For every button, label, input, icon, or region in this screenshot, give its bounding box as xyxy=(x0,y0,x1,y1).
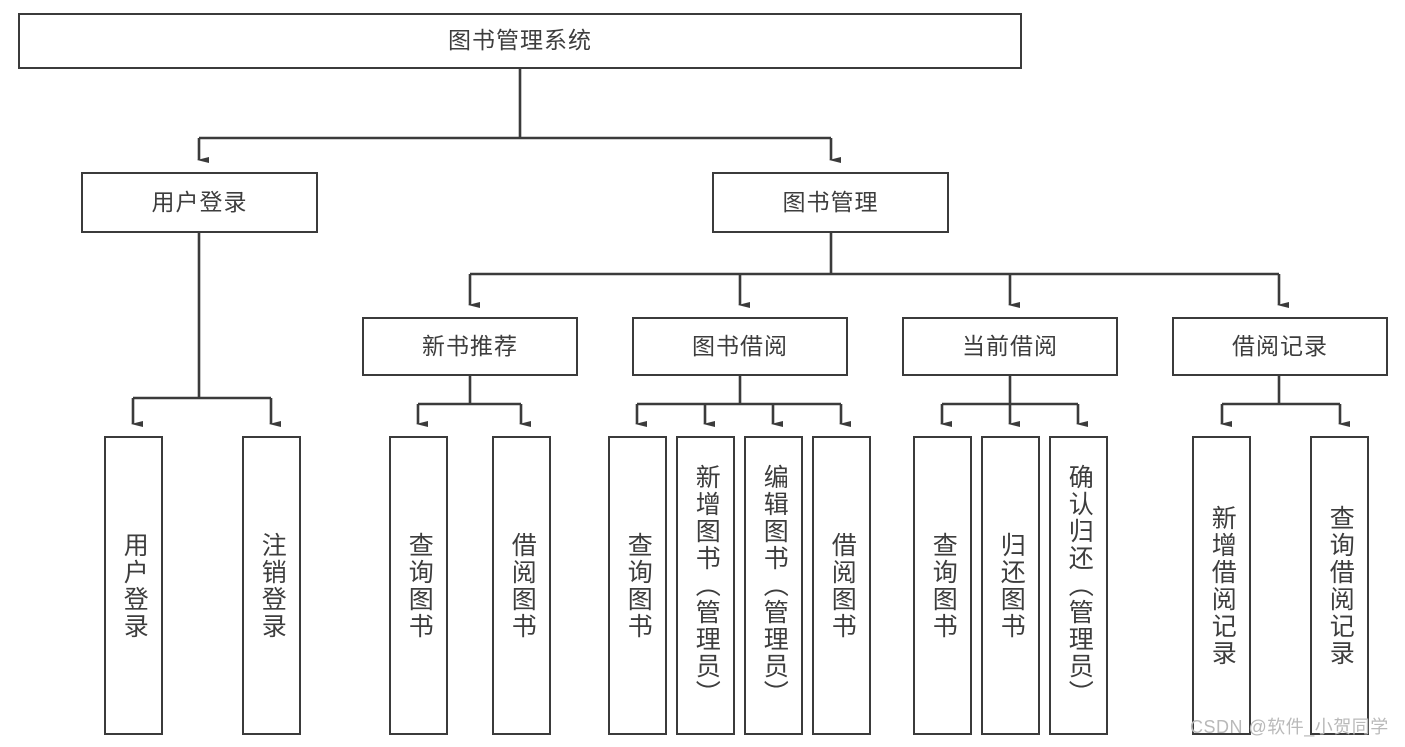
leaf-borrow-book-label: 借阅图书 xyxy=(828,531,857,640)
node-borrow-record[interactable]: 借阅记录 xyxy=(1172,317,1388,376)
leaf-query-book-borrow[interactable]: 查询图书 xyxy=(608,436,667,735)
node-root-label: 图书管理系统 xyxy=(448,27,592,54)
leaf-return-book[interactable]: 归还图书 xyxy=(981,436,1040,735)
node-new-book-recommend[interactable]: 新书推荐 xyxy=(362,317,578,376)
node-user-login-label: 用户登录 xyxy=(151,188,248,215)
node-new-book-recommend-label: 新书推荐 xyxy=(422,332,518,359)
leaf-borrow-book-recommend-label: 借阅图书 xyxy=(508,531,537,640)
leaf-edit-book-admin[interactable]: 编辑图书（管理员） xyxy=(744,436,803,735)
node-current-borrow[interactable]: 当前借阅 xyxy=(902,317,1118,376)
leaf-query-book-recommend[interactable]: 查询图书 xyxy=(389,436,448,735)
leaf-borrow-book[interactable]: 借阅图书 xyxy=(812,436,871,735)
leaf-edit-book-admin-label: 编辑图书（管理员） xyxy=(760,464,789,707)
node-book-management[interactable]: 图书管理 xyxy=(712,172,949,233)
leaf-query-book-current-label: 查询图书 xyxy=(929,531,958,640)
leaf-confirm-return-admin[interactable]: 确认归还（管理员） xyxy=(1049,436,1108,735)
leaf-add-borrow-record[interactable]: 新增借阅记录 xyxy=(1192,436,1251,735)
leaf-confirm-return-admin-label: 确认归还（管理员） xyxy=(1065,464,1094,707)
node-book-management-label: 图书管理 xyxy=(782,188,879,215)
leaf-query-borrow-record-label: 查询借阅记录 xyxy=(1326,504,1355,667)
node-root[interactable]: 图书管理系统 xyxy=(18,13,1022,69)
node-book-borrow[interactable]: 图书借阅 xyxy=(632,317,848,376)
leaf-add-book-admin-label: 新增图书（管理员） xyxy=(692,464,721,707)
leaf-add-book-admin[interactable]: 新增图书（管理员） xyxy=(676,436,735,735)
leaf-logout-label: 注销登录 xyxy=(258,531,287,640)
leaf-logout[interactable]: 注销登录 xyxy=(242,436,301,735)
leaf-user-login-label: 用户登录 xyxy=(120,531,149,640)
csdn-watermark: CSDN @软件_小贺同学 xyxy=(1190,717,1389,737)
leaf-query-book-current[interactable]: 查询图书 xyxy=(913,436,972,735)
leaf-query-borrow-record[interactable]: 查询借阅记录 xyxy=(1310,436,1369,735)
leaf-add-borrow-record-label: 新增借阅记录 xyxy=(1208,504,1237,667)
leaf-return-book-label: 归还图书 xyxy=(997,531,1026,640)
node-book-borrow-label: 图书借阅 xyxy=(692,332,788,359)
leaf-query-book-recommend-label: 查询图书 xyxy=(405,531,434,640)
leaf-query-book-borrow-label: 查询图书 xyxy=(624,531,653,640)
node-user-login[interactable]: 用户登录 xyxy=(81,172,318,233)
leaf-user-login[interactable]: 用户登录 xyxy=(104,436,163,735)
node-current-borrow-label: 当前借阅 xyxy=(962,332,1058,359)
leaf-borrow-book-recommend[interactable]: 借阅图书 xyxy=(492,436,551,735)
node-borrow-record-label: 借阅记录 xyxy=(1232,332,1328,359)
